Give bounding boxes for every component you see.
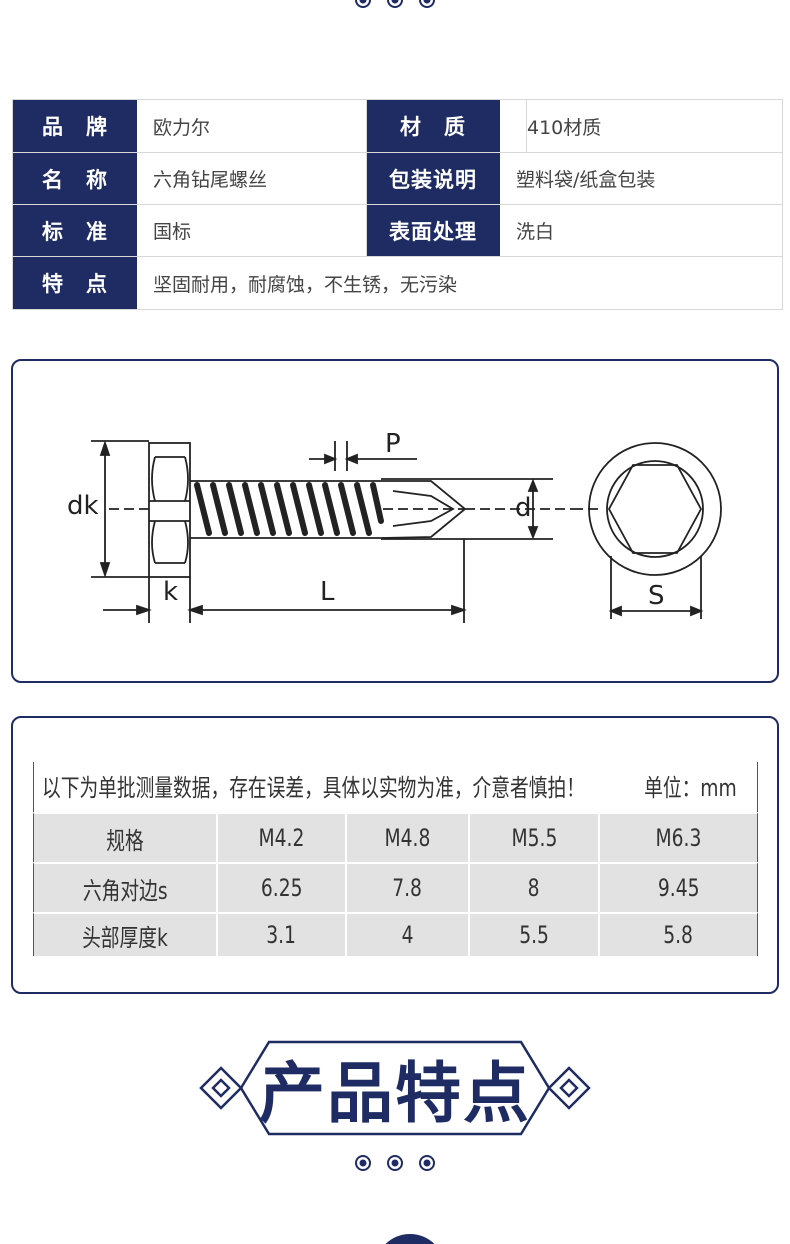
dim-label-P: P [385,429,401,459]
dim-label-k: k [163,577,179,607]
spec-value: 国标 [153,221,192,243]
feature-title: 产品特点 [259,1055,531,1132]
feature-title-banner: 产品特点 [197,1040,593,1136]
title-frame [199,1040,591,1136]
table-cell: M4.2 [216,814,345,862]
spec-label: 特 点 [13,257,137,309]
spec-value: 欧力尔 [153,116,211,139]
table-cell: 9.45 [598,864,757,912]
bottom-dots [0,1153,790,1173]
table-row: 头部厚度k 3.1 4 5.5 5.8 [33,912,758,956]
measure-note: 以下为单批测量数据，存在误差，具体以实物为准，介意者慎拍！ [42,774,585,802]
radio-dot-icon [417,0,437,10]
table-cell: 头部厚度k [82,923,168,952]
dim-label-dk: dk [67,491,99,521]
measure-table-header: 以下为单批测量数据，存在误差，具体以实物为准，介意者慎拍！ 单位：mm [33,762,758,812]
table-cell: 6.25 [216,864,345,912]
table-cell: M6.3 [598,814,757,862]
spec-label: 品 牌 [13,100,137,152]
dim-label-S: S [648,581,665,611]
table-row: 规格 M4.2 M4.8 M5.5 M6.3 [33,812,758,862]
spec-value: 塑料袋/纸盒包装 [516,169,656,191]
screw-diagram-panel: dk k L P d S [11,359,779,683]
table-cell: 5.5 [468,914,598,956]
table-cell: 4 [345,914,468,956]
spec-row: 品 牌 欧力尔 材 质 410材质 [13,100,782,152]
top-dots [0,0,790,10]
spec-value: 六角钻尾螺丝 [153,169,268,191]
spec-label: 标 准 [13,205,137,256]
spec-value: 410材质 [526,100,776,152]
measure-unit: 单位：mm [644,774,737,802]
spec-row: 特 点 坚固耐用，耐腐蚀，不生锈，无污染 [13,256,782,309]
dim-label-L: L [320,577,335,607]
measure-table: 以下为单批测量数据，存在误差，具体以实物为准，介意者慎拍！ 单位：mm 规格 M… [33,762,758,956]
spec-label: 表面处理 [366,205,500,256]
table-cell: M4.8 [345,814,468,862]
dim-label-d: d [515,493,532,523]
table-cell: 5.8 [598,914,757,956]
divider [366,100,367,256]
table-cell: 7.8 [345,864,468,912]
spec-value: 坚固耐用，耐腐蚀，不生锈，无污染 [153,273,458,296]
radio-dot-icon [353,1153,373,1173]
table-cell: M5.5 [468,814,598,862]
radio-dot-icon [353,0,373,10]
spec-table: 品 牌 欧力尔 材 质 410材质 名 称 六角钻尾螺丝 包装说明 塑料袋/纸盒… [12,99,783,310]
radio-dot-icon [385,0,405,10]
radio-dot-icon [417,1153,437,1173]
radio-dot-icon [385,1153,405,1173]
spec-label: 包装说明 [366,153,500,204]
diamond-ornament-icon [547,1066,591,1110]
table-cell: 3.1 [216,914,345,956]
table-cell: 规格 [106,826,144,855]
next-section-badge [375,1234,445,1244]
measure-panel: 以下为单批测量数据，存在误差，具体以实物为准，介意者慎拍！ 单位：mm 规格 M… [11,716,779,994]
table-cell: 8 [468,864,598,912]
spec-label: 名 称 [13,153,137,204]
spec-row: 名 称 六角钻尾螺丝 包装说明 塑料袋/纸盒包装 [13,152,782,204]
spec-label: 材 质 [366,100,500,152]
spec-value: 洗白 [516,221,555,243]
spec-row: 标 准 国标 表面处理 洗白 [13,204,782,256]
table-row: 六角对边s 6.25 7.8 8 9.45 [33,862,758,912]
screw-diagram [91,440,722,623]
table-cell: 六角对边s [82,876,168,905]
